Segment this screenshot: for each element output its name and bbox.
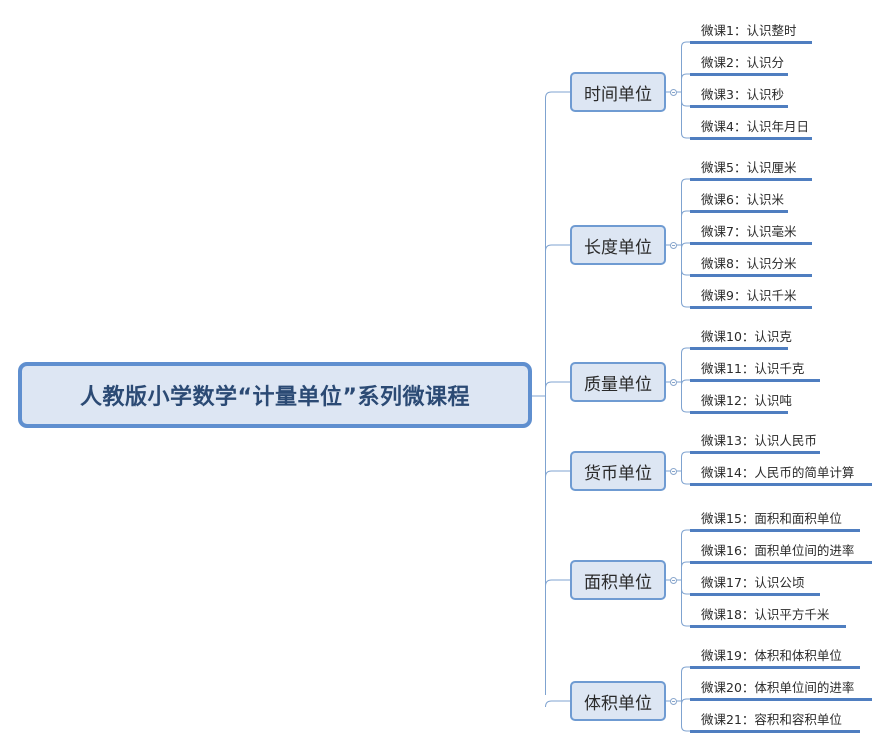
lesson-underline [690, 242, 812, 245]
leaf-connector [681, 588, 690, 595]
lesson-item[interactable]: 微课11：认识千克 [701, 361, 805, 376]
lesson-underline [690, 698, 872, 701]
collapse-toggle-icon[interactable] [670, 468, 677, 475]
category-node-area[interactable]: 面积单位 [570, 560, 666, 600]
lesson-underline [690, 730, 860, 733]
leaf-connector [681, 269, 690, 276]
leaf-connector [681, 561, 690, 568]
lesson-item[interactable]: 微课19：体积和体积单位 [701, 648, 842, 663]
lesson-underline [690, 379, 820, 382]
leaf-connector [681, 301, 690, 308]
lesson-underline [690, 210, 788, 213]
category-connector [545, 244, 570, 252]
category-label: 长度单位 [584, 237, 652, 258]
lesson-underline [690, 451, 820, 454]
leaf-connector [681, 132, 690, 139]
lesson-underline [690, 593, 820, 596]
lesson-item[interactable]: 微课13：认识人民币 [701, 433, 817, 448]
lesson-underline [690, 306, 812, 309]
category-label: 面积单位 [584, 572, 652, 593]
lesson-item[interactable]: 微课5：认识厘米 [701, 160, 797, 175]
lesson-item[interactable]: 微课18：认识平方千米 [701, 607, 830, 622]
category-node-time[interactable]: 时间单位 [570, 72, 666, 112]
leaf-connector [681, 620, 690, 627]
lesson-item[interactable]: 微课9：认识千米 [701, 288, 797, 303]
lesson-underline [690, 41, 812, 44]
leaf-connector [681, 73, 690, 80]
category-node-length[interactable]: 长度单位 [570, 225, 666, 265]
leaf-connector [681, 210, 690, 217]
lesson-item[interactable]: 微课10：认识克 [701, 329, 792, 344]
leaf-connector [681, 379, 690, 386]
leaf-connector [681, 698, 690, 705]
collapse-toggle-icon[interactable] [670, 242, 677, 249]
lesson-item[interactable]: 微课3：认识秒 [701, 87, 784, 102]
lesson-underline [690, 274, 812, 277]
lesson-item[interactable]: 微课8：认识分米 [701, 256, 797, 271]
category-connector [545, 470, 570, 478]
lesson-item[interactable]: 微课1：认识整时 [701, 23, 797, 38]
category-connector [545, 700, 570, 708]
category-node-mass[interactable]: 质量单位 [570, 362, 666, 402]
lesson-item[interactable]: 微课12：认识吨 [701, 393, 792, 408]
collapse-toggle-icon[interactable] [670, 698, 677, 705]
lesson-underline [690, 178, 812, 181]
lesson-underline [690, 73, 788, 76]
lesson-underline [690, 666, 860, 669]
lesson-underline [690, 411, 788, 414]
leaf-connector [681, 529, 690, 536]
leaf-connector [681, 347, 690, 354]
lesson-item[interactable]: 微课2：认识分 [701, 55, 784, 70]
leaf-connector [681, 666, 690, 673]
lesson-item[interactable]: 微课16：面积单位间的进率 [701, 543, 855, 558]
leaf-connector [681, 100, 690, 107]
leaf-connector [681, 451, 690, 458]
lesson-underline [690, 561, 872, 564]
collapse-toggle-icon[interactable] [670, 577, 677, 584]
lesson-item[interactable]: 微课14：人民币的简单计算 [701, 465, 855, 480]
leaf-connector [681, 725, 690, 732]
lesson-item[interactable]: 微课20：体积单位间的进率 [701, 680, 855, 695]
lesson-item[interactable]: 微课17：认识公顷 [701, 575, 805, 590]
lesson-item[interactable]: 微课21：容积和容积单位 [701, 712, 842, 727]
lesson-item[interactable]: 微课15：面积和面积单位 [701, 511, 842, 526]
category-connector [545, 579, 570, 587]
lesson-underline [690, 483, 872, 486]
lesson-item[interactable]: 微课4：认识年月日 [701, 119, 809, 134]
category-label: 体积单位 [584, 693, 652, 714]
category-node-currency[interactable]: 货币单位 [570, 451, 666, 491]
leaf-connector [681, 406, 690, 413]
root-topic-label: 人教版小学数学“计量单位”系列微课程 [80, 385, 470, 410]
root-topic[interactable]: 人教版小学数学“计量单位”系列微课程 [18, 362, 532, 428]
lesson-item[interactable]: 微课7：认识毫米 [701, 224, 797, 239]
lesson-underline [690, 625, 846, 628]
category-connector [545, 91, 570, 99]
category-node-volume[interactable]: 体积单位 [570, 681, 666, 721]
leaf-connector [681, 478, 690, 485]
leaf-connector [681, 178, 690, 185]
collapse-toggle-icon[interactable] [670, 89, 677, 96]
lesson-underline [690, 529, 860, 532]
lesson-item[interactable]: 微课6：认识米 [701, 192, 784, 207]
collapse-toggle-icon[interactable] [670, 379, 677, 386]
lesson-underline [690, 137, 812, 140]
category-connector [545, 381, 570, 389]
leaf-connector [681, 242, 690, 249]
lesson-underline [690, 347, 788, 350]
lesson-underline [690, 105, 788, 108]
category-label: 质量单位 [584, 374, 652, 395]
category-label: 时间单位 [584, 84, 652, 105]
leaf-connector [681, 41, 690, 48]
category-label: 货币单位 [584, 463, 652, 484]
